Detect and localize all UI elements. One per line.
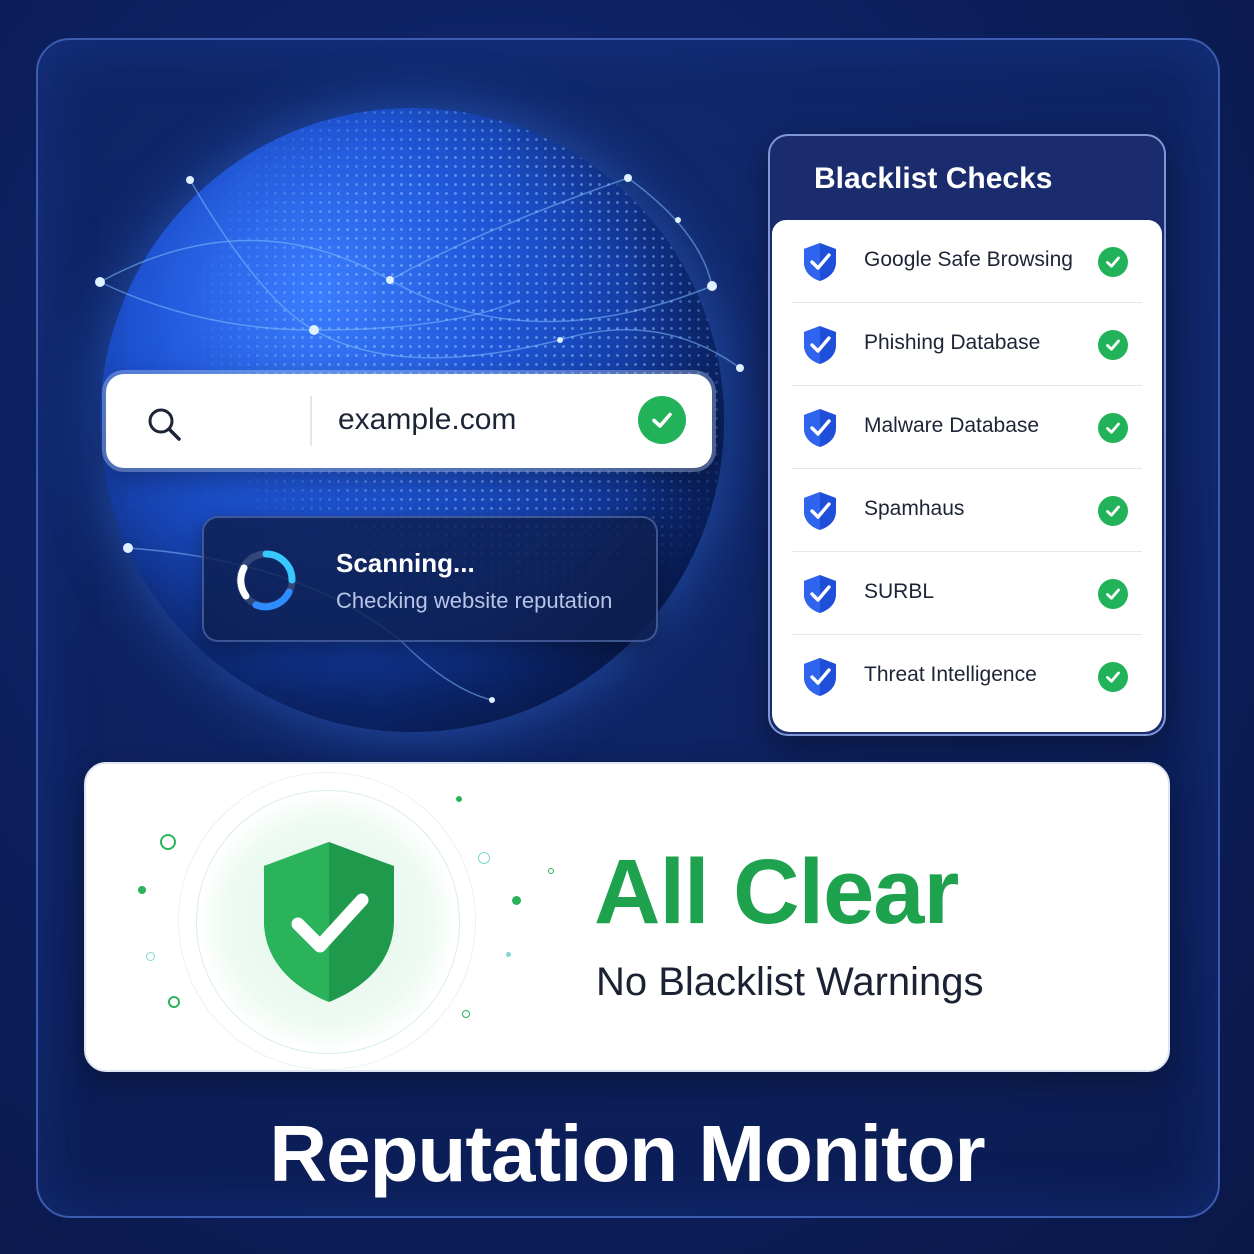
sparkle-dot — [512, 896, 521, 905]
sparkle-dot — [462, 1010, 470, 1018]
blacklist-item: Google Safe Browsing — [792, 220, 1142, 303]
scan-title: Scanning... — [336, 548, 475, 578]
sparkle-dot — [506, 952, 511, 957]
scan-subtitle: Checking website reputation — [336, 588, 613, 613]
check-icon — [1098, 413, 1128, 443]
check-icon — [1098, 662, 1128, 692]
shield-icon — [804, 658, 836, 696]
blacklist-item-label: Threat Intelligence — [864, 663, 1037, 686]
shield-icon — [804, 409, 836, 447]
sparkle-dot — [548, 868, 554, 874]
check-icon — [1098, 579, 1128, 609]
search-icon — [148, 408, 181, 441]
check-icon — [1098, 330, 1128, 360]
shield-icon — [804, 243, 836, 281]
shield-icon — [804, 575, 836, 613]
sparkle-dot — [168, 996, 180, 1008]
shield-icon — [804, 492, 836, 530]
sparkle-dot — [138, 886, 146, 894]
blacklist-item: Phishing Database — [792, 303, 1142, 386]
blacklist-item: Spamhaus — [792, 469, 1142, 552]
check-icon — [1098, 496, 1128, 526]
sparkle-dot — [478, 852, 490, 864]
scanning-status-card: Scanning... Checking website reputation — [202, 516, 658, 642]
check-icon — [1098, 247, 1128, 277]
shield-icon — [804, 326, 836, 364]
green-shield-check-icon — [264, 842, 394, 1002]
blacklist-item: Threat Intelligence — [792, 635, 1142, 717]
blacklist-item: SURBL — [792, 552, 1142, 635]
blacklist-item-label: Malware Database — [864, 414, 1040, 437]
search-input[interactable]: example.com — [338, 403, 517, 436]
blacklist-item-label: Phishing Database — [864, 331, 1041, 354]
url-search-bar[interactable]: example.com — [106, 374, 712, 468]
sparkle-dot — [146, 952, 155, 961]
sparkle-dot — [456, 796, 462, 802]
footer-title: Reputation Monitor — [269, 1109, 985, 1198]
blacklist-item: Malware Database — [792, 386, 1142, 469]
sparkle-dot — [160, 834, 176, 850]
result-subline: No Blacklist Warnings — [596, 960, 984, 1004]
shield-halo-outer — [178, 772, 476, 1070]
panel-title: Blacklist Checks — [814, 162, 1053, 195]
loading-spinner-icon — [236, 550, 296, 611]
blacklist-item-label: Google Safe Browsing — [864, 248, 1073, 271]
result-headline: All Clear — [594, 841, 959, 943]
blacklist-item-label: SURBL — [864, 580, 935, 603]
blacklist-item-label: Spamhaus — [864, 497, 965, 520]
search-divider — [310, 396, 312, 446]
check-icon — [638, 396, 686, 444]
result-card: All Clear No Blacklist Warnings — [84, 762, 1170, 1072]
